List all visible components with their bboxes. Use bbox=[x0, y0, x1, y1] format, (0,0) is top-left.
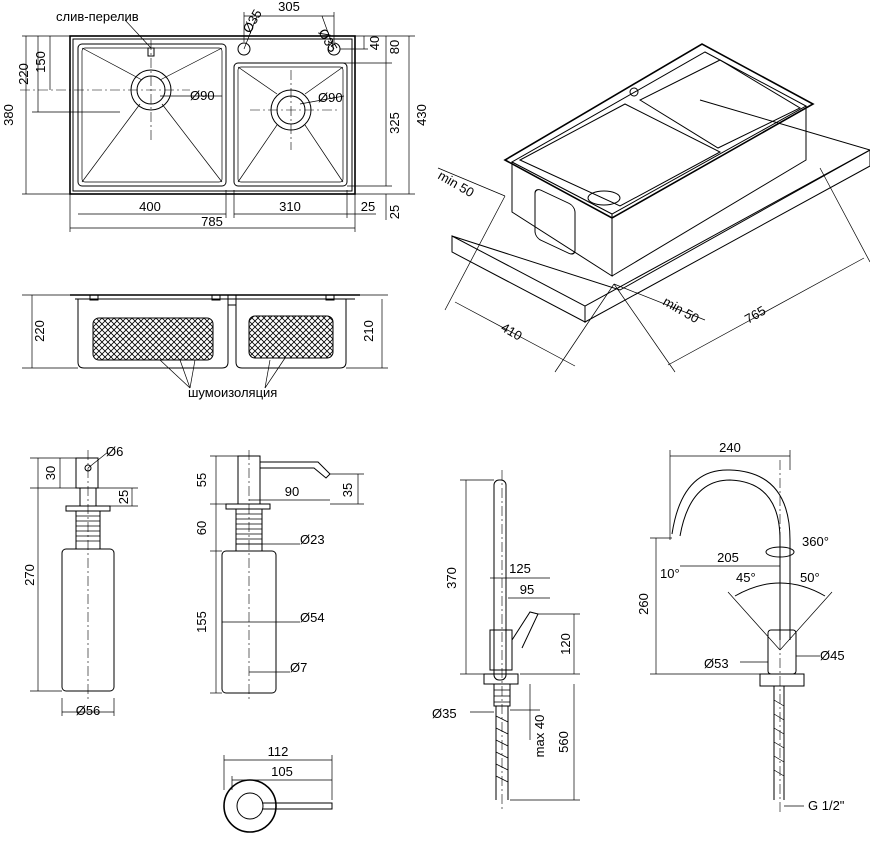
dim-faucet2-connection: G 1/2" bbox=[808, 798, 845, 813]
dim-disp1-total: 270 bbox=[22, 564, 37, 586]
dim-faucet1-thread: max 40 bbox=[532, 715, 547, 758]
iso-sink-rim bbox=[503, 43, 815, 219]
dim-faucet2-rotation: 360° bbox=[802, 534, 829, 549]
faucet-2-spout bbox=[679, 479, 781, 640]
dim-faucet2-spout-reach: 205 bbox=[717, 550, 739, 565]
insulation-label: шумоизоляция bbox=[188, 385, 277, 400]
dim-faucet2-angle-2: 45° bbox=[736, 570, 756, 585]
dim-side-right-height: 210 bbox=[361, 320, 376, 342]
insulation-right bbox=[248, 315, 334, 359]
dim-faucet2-base: Ø53 bbox=[704, 656, 729, 671]
dispenser-2: 55 60 155 90 35 Ø23 Ø54 Ø7 bbox=[194, 450, 364, 700]
faucet-1-lever bbox=[511, 611, 539, 649]
left-bowl bbox=[77, 43, 227, 187]
dim-tap-edge-2: 80 bbox=[387, 40, 402, 54]
faucet-2: 240 260 360° 205 10° 45° 50° Ø53 Ø45 G 1… bbox=[636, 440, 845, 813]
dim-bottom-margin: 25 bbox=[387, 205, 402, 219]
dim-iso-depth: 410 bbox=[499, 320, 525, 344]
dim-right-bowl-depth: 325 bbox=[387, 112, 402, 134]
dim-overflow-offset: 150 bbox=[33, 51, 48, 73]
dim-right-margin: 25 bbox=[361, 199, 375, 214]
dim-iso-min-1: min 50 bbox=[436, 168, 477, 201]
dim-top-inner: 105 bbox=[271, 764, 293, 779]
right-bowl-side bbox=[235, 299, 347, 369]
dim-disp2-tube: Ø7 bbox=[290, 660, 307, 675]
dim-tap-hole-2: Ø35 bbox=[315, 26, 340, 55]
dim-disp2-bottle-h: 155 bbox=[194, 611, 209, 633]
dim-faucet2-reach: 240 bbox=[719, 440, 741, 455]
dim-right-bowl-width: 310 bbox=[279, 199, 301, 214]
dim-faucet1-reach: 125 bbox=[509, 561, 531, 576]
dim-disp2-thread: 60 bbox=[194, 521, 209, 535]
sink-top-view: 305 Ø35 Ø35 слив-перелив 380 220 150 40 … bbox=[1, 0, 429, 232]
dim-faucet1-base: Ø35 bbox=[432, 706, 457, 721]
dim-disp1-nozzle: Ø6 bbox=[106, 444, 123, 459]
dim-tap-hole-1: Ø35 bbox=[240, 7, 265, 36]
dim-faucet2-body: Ø45 bbox=[820, 648, 845, 663]
dim-disp2-reach: 90 bbox=[285, 484, 299, 499]
dim-tap-edge: 40 bbox=[367, 36, 382, 50]
tap-hole-left bbox=[237, 42, 251, 56]
dispenser-1: 270 30 25 Ø6 Ø56 bbox=[22, 444, 138, 718]
dim-disp2-bottle-dia: Ø54 bbox=[300, 610, 325, 625]
sink-side-view: 220 210 шумоизоляция bbox=[22, 294, 388, 400]
dim-overall-depth-left: 380 bbox=[1, 104, 16, 126]
dim-drain-right: Ø90 bbox=[318, 90, 343, 105]
insulation-left bbox=[92, 317, 214, 361]
dim-drain-offset: 220 bbox=[16, 63, 31, 85]
dim-faucet1-height: 370 bbox=[444, 567, 459, 589]
left-bowl-side bbox=[77, 299, 229, 369]
sink-outline bbox=[69, 35, 356, 195]
dim-overall-width: 785 bbox=[201, 214, 223, 229]
dim-disp1-bottle: Ø56 bbox=[76, 703, 101, 718]
dim-faucet2-height: 260 bbox=[636, 593, 651, 615]
dim-disp1-head: 30 bbox=[43, 466, 58, 480]
dim-disp2-spout-h: 35 bbox=[340, 483, 355, 497]
dim-faucet1-hose: 560 bbox=[556, 731, 571, 753]
iso-drain bbox=[587, 190, 621, 206]
dim-top-outer: 112 bbox=[268, 744, 289, 759]
dim-left-bowl-width: 400 bbox=[139, 199, 161, 214]
dim-faucet1-lever-h: 120 bbox=[558, 633, 573, 655]
dim-iso-min-2: min 50 bbox=[661, 294, 702, 327]
faucet-1: 370 125 95 120 max 40 560 Ø35 bbox=[432, 470, 580, 810]
overflow-label: слив-перелив bbox=[56, 9, 139, 24]
dim-drain-left: Ø90 bbox=[190, 88, 215, 103]
dispenser-2-spout bbox=[259, 461, 331, 479]
dim-tap-spacing: 305 bbox=[278, 0, 300, 14]
faucet-2-base bbox=[759, 673, 805, 687]
right-bowl bbox=[233, 62, 348, 187]
faucet-1-body bbox=[493, 479, 507, 681]
dispenser-top-view: 112 105 bbox=[223, 744, 333, 833]
dim-disp2-thread-dia: Ø23 bbox=[300, 532, 325, 547]
dim-faucet2-angle-1: 10° bbox=[660, 566, 680, 581]
dim-iso-width: 765 bbox=[742, 303, 768, 327]
dim-disp2-head: 55 bbox=[194, 473, 209, 487]
dim-faucet2-angle-3: 50° bbox=[800, 570, 820, 585]
faucet-1-mixer bbox=[489, 629, 513, 671]
dim-overall-depth-right: 430 bbox=[414, 104, 429, 126]
sink-iso-view: min 50 min 50 410 765 bbox=[436, 43, 870, 373]
dim-faucet1-reach-2: 95 bbox=[520, 582, 534, 597]
dim-disp1-neck: 25 bbox=[116, 490, 131, 504]
dim-side-left-height: 220 bbox=[32, 320, 47, 342]
